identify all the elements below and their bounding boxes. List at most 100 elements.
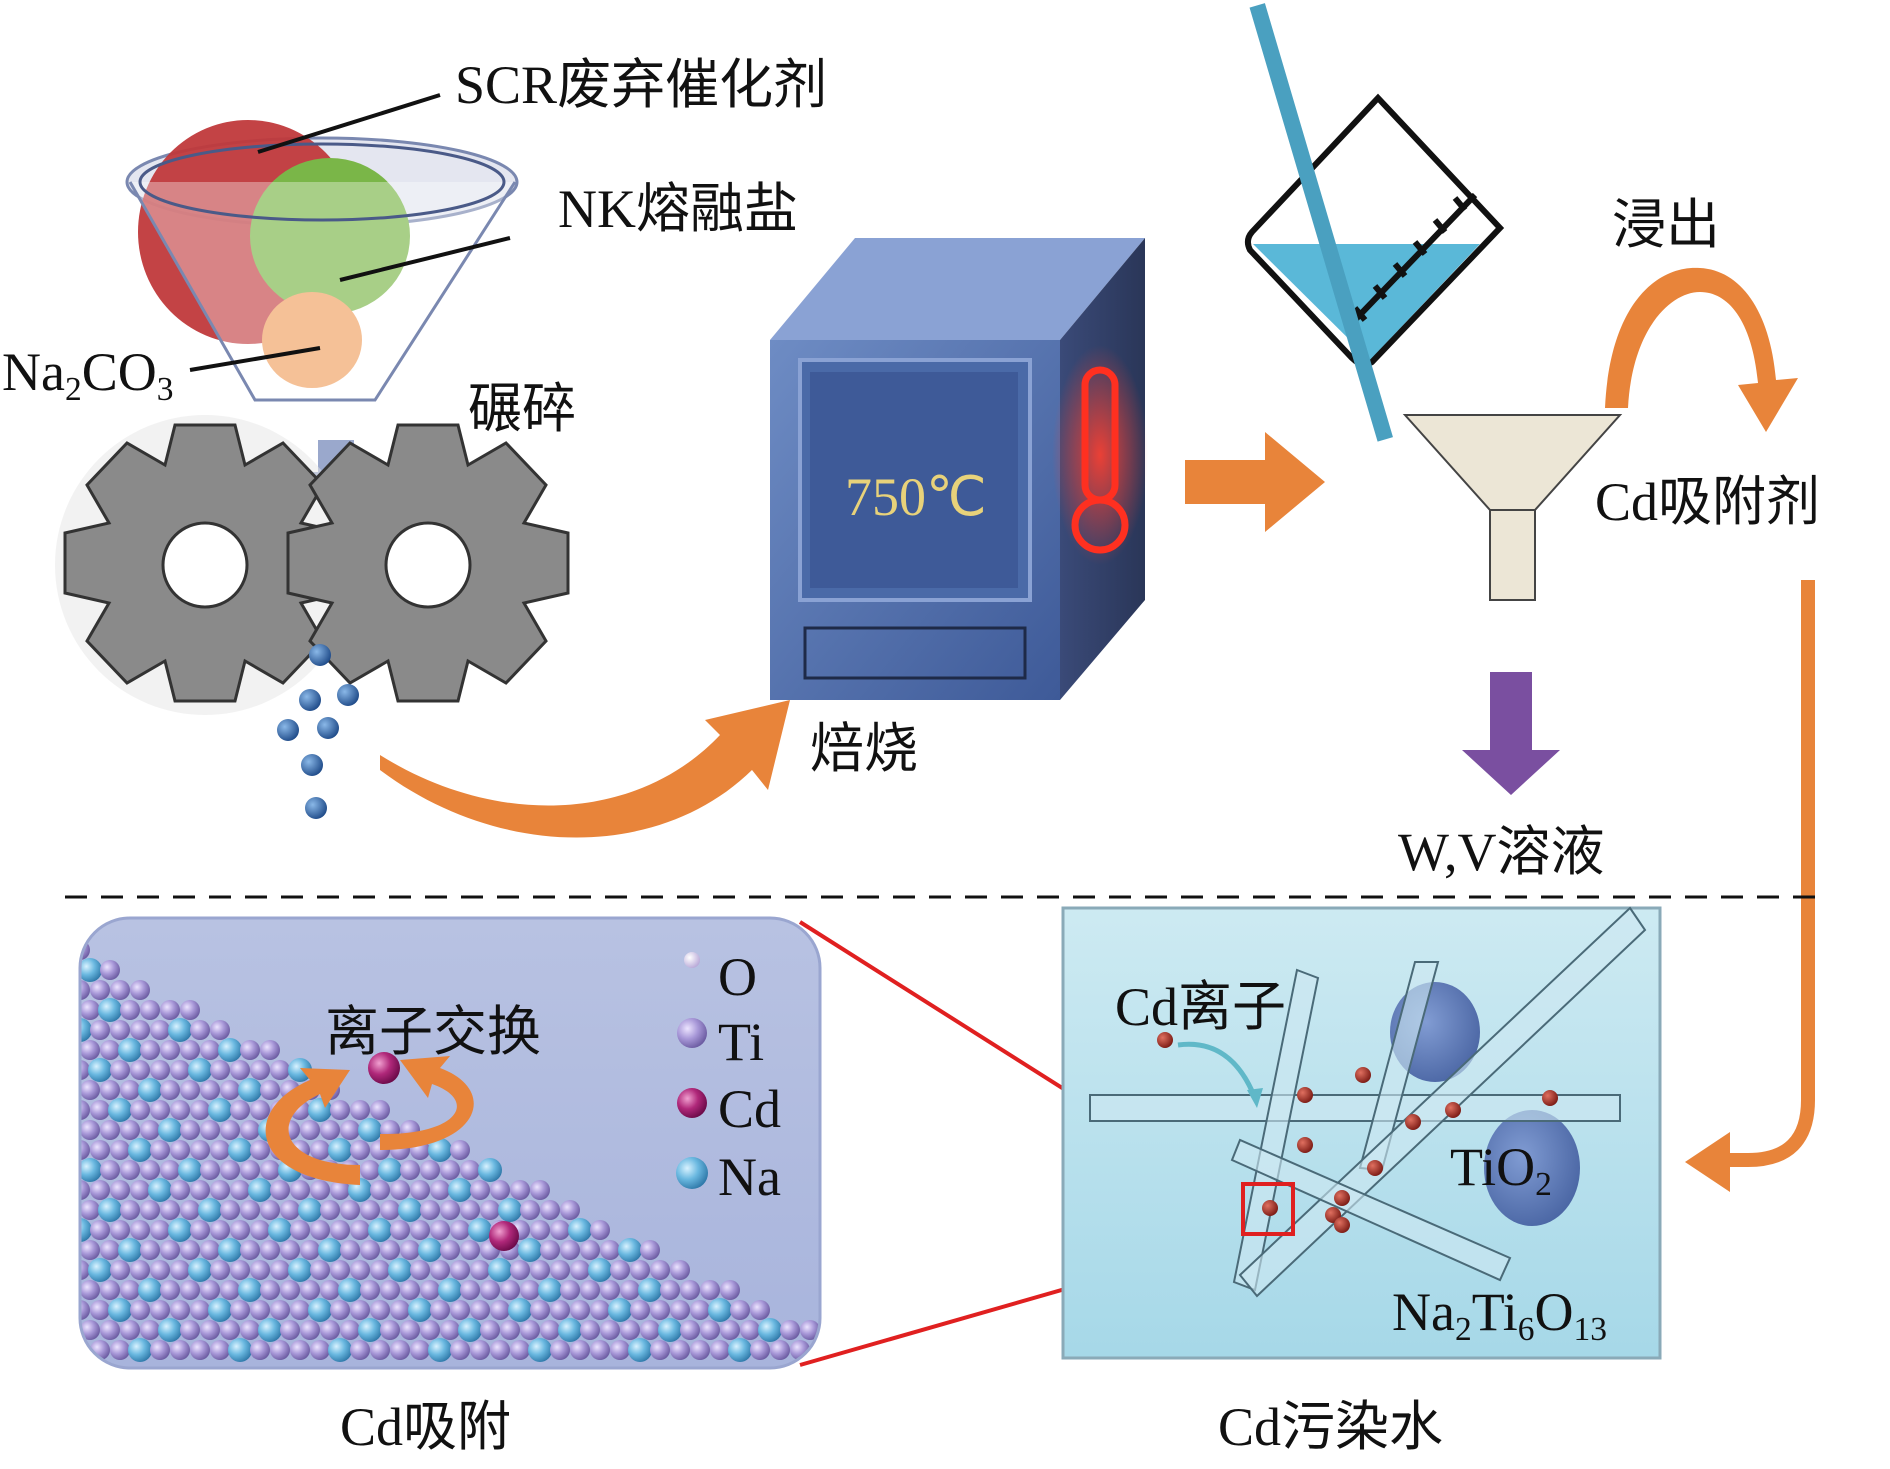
ti-atom xyxy=(160,1000,180,1020)
ti-atom xyxy=(520,1200,540,1220)
ti-atom xyxy=(190,1140,210,1160)
na-atom xyxy=(608,1298,632,1322)
ti-atom xyxy=(130,1260,150,1280)
ti-atom xyxy=(600,1280,620,1300)
ti-atom xyxy=(160,1080,180,1100)
ti-atom xyxy=(450,1220,470,1240)
ti-atom xyxy=(720,1320,740,1340)
ti-atom xyxy=(380,1240,400,1260)
ti-atom xyxy=(180,1280,200,1300)
ti-atom xyxy=(140,1320,160,1340)
ti-atom xyxy=(120,1200,140,1220)
na-atom xyxy=(588,1258,612,1282)
ti-atom xyxy=(120,1280,140,1300)
ti-atom xyxy=(430,1220,450,1240)
ti-atom xyxy=(430,1180,450,1200)
ti-atom xyxy=(270,1180,290,1200)
ti-atom xyxy=(80,1000,100,1020)
ti-atom xyxy=(450,1340,470,1360)
ti-atom xyxy=(440,1200,460,1220)
ti-atom xyxy=(160,1240,180,1260)
ti-atom xyxy=(80,1300,90,1320)
ti-atom xyxy=(370,1340,390,1360)
ti-atom xyxy=(210,1220,230,1240)
na-atom xyxy=(328,1338,352,1362)
ti-atom xyxy=(200,1320,220,1340)
crusher-gears-icon xyxy=(55,415,570,819)
ti-atom xyxy=(400,1280,420,1300)
ti-atom xyxy=(230,1060,250,1080)
ti-atom xyxy=(340,1320,360,1340)
na-atom xyxy=(528,1338,552,1362)
na-atom xyxy=(508,1298,532,1322)
ti-atom xyxy=(250,1300,270,1320)
ti-atom xyxy=(210,1060,230,1080)
ti-atom xyxy=(510,1340,530,1360)
na-atom xyxy=(80,1158,102,1182)
zoom-selection-box xyxy=(1241,1182,1295,1236)
ti-atom xyxy=(140,1120,160,1140)
cd-polluted-water-caption: Cd污染水 xyxy=(1218,1397,1444,1457)
formula-sub-13: 13 xyxy=(1573,1311,1607,1349)
furnace-icon xyxy=(770,238,1148,700)
formula-part-ti: Ti xyxy=(1471,1282,1518,1342)
ti-atom xyxy=(180,1000,200,1020)
ti-atom xyxy=(110,1020,130,1040)
ti-atom xyxy=(280,1200,300,1220)
ti-atom xyxy=(100,1160,120,1180)
wv-solution-label: W,V溶液 xyxy=(1398,822,1605,882)
ti-atom xyxy=(440,1240,460,1260)
ti-atom xyxy=(420,1160,440,1180)
ti-atom xyxy=(170,1060,190,1080)
na-atom xyxy=(80,1318,82,1342)
ti-atom xyxy=(330,1100,350,1120)
ti-atom xyxy=(540,1320,560,1340)
ti-atom xyxy=(470,1300,490,1320)
ti-atom xyxy=(170,1100,190,1120)
ti-atom xyxy=(450,1260,470,1280)
na-atom xyxy=(80,958,102,982)
ti-atom xyxy=(200,1120,220,1140)
ti-atom xyxy=(190,1100,210,1120)
ti-atom xyxy=(400,1320,420,1340)
na-atom xyxy=(288,1258,312,1282)
ti-atom xyxy=(650,1300,670,1320)
na-atom xyxy=(368,1218,392,1242)
ti-atom xyxy=(100,1120,120,1140)
ti-atom xyxy=(330,1180,350,1200)
na2co3-ball xyxy=(262,292,362,388)
ti-atom xyxy=(160,1200,180,1220)
ti-atom xyxy=(110,980,130,1000)
ti-atom xyxy=(180,1040,200,1060)
ti-atom xyxy=(450,1300,470,1320)
ti-atom xyxy=(560,1240,580,1260)
ti-atom xyxy=(130,1220,150,1240)
ti-atom xyxy=(150,1100,170,1120)
na-atom xyxy=(138,1278,162,1302)
ti-atom xyxy=(200,1240,220,1260)
formula-sub-6: 6 xyxy=(1517,1311,1535,1349)
ti-atom xyxy=(230,1220,250,1240)
ti-atom xyxy=(100,960,120,980)
ti-atom xyxy=(150,1220,170,1240)
ti-atom xyxy=(590,1300,610,1320)
ti-atom xyxy=(260,1040,280,1060)
ti-atom xyxy=(230,1180,250,1200)
ti-atom xyxy=(260,1200,280,1220)
ti-atom xyxy=(260,1280,280,1300)
ti-atom xyxy=(210,1340,230,1360)
ti-atom xyxy=(390,1180,410,1200)
na-atom xyxy=(158,1318,182,1342)
legend-na-icon xyxy=(676,1157,708,1189)
na-atom xyxy=(468,1218,492,1242)
ti-atom xyxy=(470,1180,490,1200)
ion-exchange-label: 离子交换 xyxy=(325,1002,541,1062)
ti-atom xyxy=(210,1020,230,1040)
ti-atom xyxy=(570,1260,590,1280)
ti-atom xyxy=(390,1220,410,1240)
ti-atom xyxy=(150,1140,170,1160)
ti-atom xyxy=(660,1280,680,1300)
ti-atom xyxy=(90,980,110,1000)
ti-atom xyxy=(120,1320,140,1340)
formula-part-na: Na xyxy=(1392,1282,1455,1342)
